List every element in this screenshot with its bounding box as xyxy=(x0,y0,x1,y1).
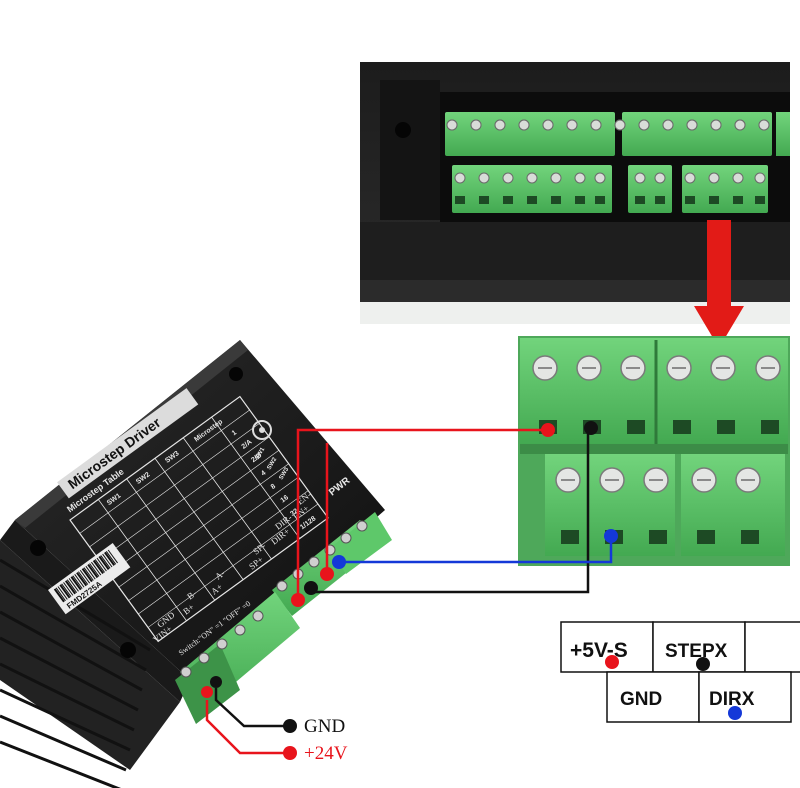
vin-dot xyxy=(283,746,297,760)
terminal-screw-icon xyxy=(454,172,466,184)
terminal-screw-icon xyxy=(732,172,744,184)
terminal-hole xyxy=(455,196,465,204)
terminal-zoom xyxy=(518,336,790,566)
terminal-hole xyxy=(673,420,691,434)
terminal-hole xyxy=(527,196,537,204)
terminal-screw-icon xyxy=(252,610,264,622)
gnd-dot xyxy=(283,719,297,733)
mounting-hole-icon xyxy=(395,122,411,138)
terminal-screw-icon xyxy=(708,172,720,184)
terminal-screw-icon xyxy=(356,520,368,532)
terminal-hole xyxy=(595,196,605,204)
pin-label-dirx: DIRX xyxy=(709,689,755,710)
terminal-screw-icon xyxy=(594,172,606,184)
terminal-screw-icon xyxy=(614,119,626,131)
pin-label-gnd: GND xyxy=(620,689,662,710)
microstep-value: 32 xyxy=(289,508,300,518)
wire-dot-black xyxy=(304,581,318,595)
pin-label-5v-s: +5V-S xyxy=(570,639,628,662)
wire-dot-black xyxy=(584,421,598,435)
terminal-screw-icon xyxy=(340,532,352,544)
terminal-hole xyxy=(709,196,719,204)
terminal-hole xyxy=(655,196,665,204)
driver-screw-icon xyxy=(30,540,46,556)
terminal-screw-icon xyxy=(494,119,506,131)
wires xyxy=(201,421,618,760)
terminal-screw-icon xyxy=(180,666,192,678)
terminal-hole xyxy=(479,196,489,204)
terminal-screw-icon xyxy=(502,172,514,184)
terminal-screw-icon xyxy=(234,624,246,636)
terminal-hole xyxy=(575,196,585,204)
terminal-screw-icon xyxy=(662,119,674,131)
gnd-power-label: GND xyxy=(304,716,345,737)
terminal-screw-icon xyxy=(478,172,490,184)
terminal-screw-icon xyxy=(542,119,554,131)
pin-label-stepx: STEPX xyxy=(665,641,728,662)
down-arrow-icon xyxy=(694,220,744,348)
wire-dot-red xyxy=(320,567,334,581)
pin-dot-red xyxy=(605,655,619,669)
microstep-value: 8 xyxy=(270,483,277,491)
terminal-screw-icon xyxy=(654,172,666,184)
terminal-hole xyxy=(561,530,579,544)
microstep-value: 16 xyxy=(280,494,291,504)
terminal-screw-icon xyxy=(198,652,210,664)
terminal-screw-icon xyxy=(566,119,578,131)
pin-table: +5V-S STEPX GND DIRX xyxy=(560,621,800,723)
terminal-screw-icon xyxy=(216,638,228,650)
terminal-hole xyxy=(685,196,695,204)
terminal-screw-icon xyxy=(574,172,586,184)
terminal-hole xyxy=(761,420,779,434)
terminal-screw-icon xyxy=(758,119,770,131)
terminal-hole xyxy=(635,196,645,204)
terminal-hole xyxy=(697,530,715,544)
terminal-screw-icon xyxy=(308,556,320,568)
terminal-screw-icon xyxy=(754,172,766,184)
pin-dot-black xyxy=(696,657,710,671)
driver-screw-icon xyxy=(120,642,136,658)
wire-dot-black xyxy=(210,676,222,688)
terminal-hole xyxy=(503,196,513,204)
terminal-screw-icon xyxy=(550,172,562,184)
terminal-hole xyxy=(755,196,765,204)
wire-dot-blue xyxy=(604,529,618,543)
microstep-value: 4 xyxy=(260,470,267,478)
controller-photo xyxy=(360,62,790,324)
terminal-screw-icon xyxy=(446,119,458,131)
terminal-hole xyxy=(717,420,735,434)
wire-dot-red xyxy=(291,593,305,607)
pin-dot-blue xyxy=(728,706,742,720)
terminal-screw-icon xyxy=(638,119,650,131)
terminal-screw-icon xyxy=(734,119,746,131)
terminal-screw-icon xyxy=(518,119,530,131)
terminal-hole xyxy=(741,530,759,544)
terminal-screw-icon xyxy=(276,580,288,592)
wire-dot-red xyxy=(201,686,213,698)
terminal-hole xyxy=(627,420,645,434)
terminal-hole xyxy=(551,196,561,204)
current-dial-icon xyxy=(252,420,272,440)
terminal-hole xyxy=(733,196,743,204)
terminal-screw-icon xyxy=(590,119,602,131)
terminal-screw-icon xyxy=(470,119,482,131)
terminal-screw-icon xyxy=(686,119,698,131)
terminal-screw-icon xyxy=(526,172,538,184)
wire-dot-blue xyxy=(332,555,346,569)
terminal-hole xyxy=(649,530,667,544)
wire-dot-red xyxy=(541,423,555,437)
terminal-screw-icon xyxy=(710,119,722,131)
terminal-screw-icon xyxy=(634,172,646,184)
microstep-value: 1 xyxy=(231,429,238,437)
terminal-screw-icon xyxy=(684,172,696,184)
driver-screw-icon xyxy=(229,367,243,381)
vin-power-label: +24V xyxy=(304,743,348,764)
